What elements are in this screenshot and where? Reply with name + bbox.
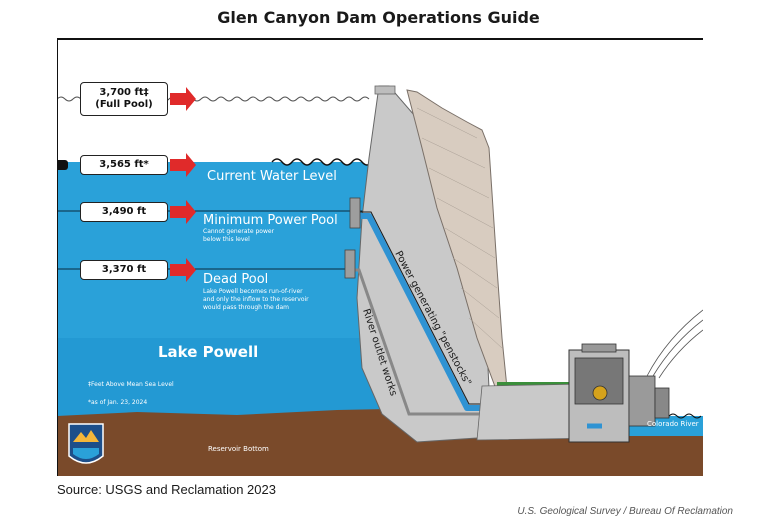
arrow-current <box>170 153 196 177</box>
dam-face-hatch <box>416 107 503 349</box>
current-elevation: 3,565 ft* <box>99 159 149 170</box>
dead-pool-desc-1: Lake Powell becomes run-of-river <box>203 288 303 295</box>
dam-crest <box>374 85 396 95</box>
dead-pool-elevation: 3,370 ft <box>101 264 147 275</box>
dead-pool-desc-2: and only the inflow to the reservoir <box>203 296 309 303</box>
diagram-canvas: Power generating "penstocks" River outle… <box>57 38 703 476</box>
arrow-min-power <box>170 200 196 224</box>
min-power-desc-1: Cannot generate power <box>203 228 275 235</box>
dam-face <box>406 89 508 393</box>
image-credit: U.S. Geological Survey / Bureau Of Recla… <box>517 506 733 517</box>
river-label: Colorado River <box>647 420 699 428</box>
river-wave <box>668 413 702 419</box>
current-level-box: 3,565 ft* <box>80 155 168 175</box>
asof-note: *as of Jan. 23, 2024 <box>88 399 148 406</box>
full-pool-elevation: 3,700 ft‡ <box>99 87 149 98</box>
grass-strip <box>497 382 587 386</box>
min-power-label: Minimum Power Pool <box>203 213 338 228</box>
reservoir-bottom-label: Reservoir Bottom <box>208 445 269 453</box>
dead-pool-label: Dead Pool <box>203 272 269 287</box>
dead-pool-desc-3: would pass through the dam <box>203 304 289 311</box>
usbr-logo <box>68 423 104 464</box>
source-note: Source: USGS and Reclamation 2023 <box>57 482 276 497</box>
min-power-elevation: 3,490 ft <box>101 206 147 217</box>
powerhouse <box>568 343 670 443</box>
full-pool-sub: (Full Pool) <box>95 99 153 110</box>
power-lines <box>646 309 703 379</box>
lake-label: Lake Powell <box>158 343 259 361</box>
dead-pool-box: 3,370 ft <box>80 260 168 280</box>
current-level-wave <box>271 158 373 166</box>
msl-note: ‡Feet Above Mean Sea Level <box>88 381 174 388</box>
dam-diagram: Power generating "penstocks" River outle… <box>57 38 703 476</box>
page-title: Glen Canyon Dam Operations Guide <box>217 8 540 27</box>
reservoir-bottom <box>57 409 703 476</box>
gauge-marker <box>57 160 68 170</box>
intake-structure <box>344 197 361 279</box>
min-power-desc-2: below this level <box>203 236 250 243</box>
current-level-label: Current Water Level <box>207 169 337 184</box>
arrow-full-pool <box>170 87 196 111</box>
min-power-box: 3,490 ft <box>80 202 168 222</box>
arrow-dead-pool <box>170 258 196 282</box>
full-pool-box: 3,700 ft‡ (Full Pool) <box>80 82 168 116</box>
